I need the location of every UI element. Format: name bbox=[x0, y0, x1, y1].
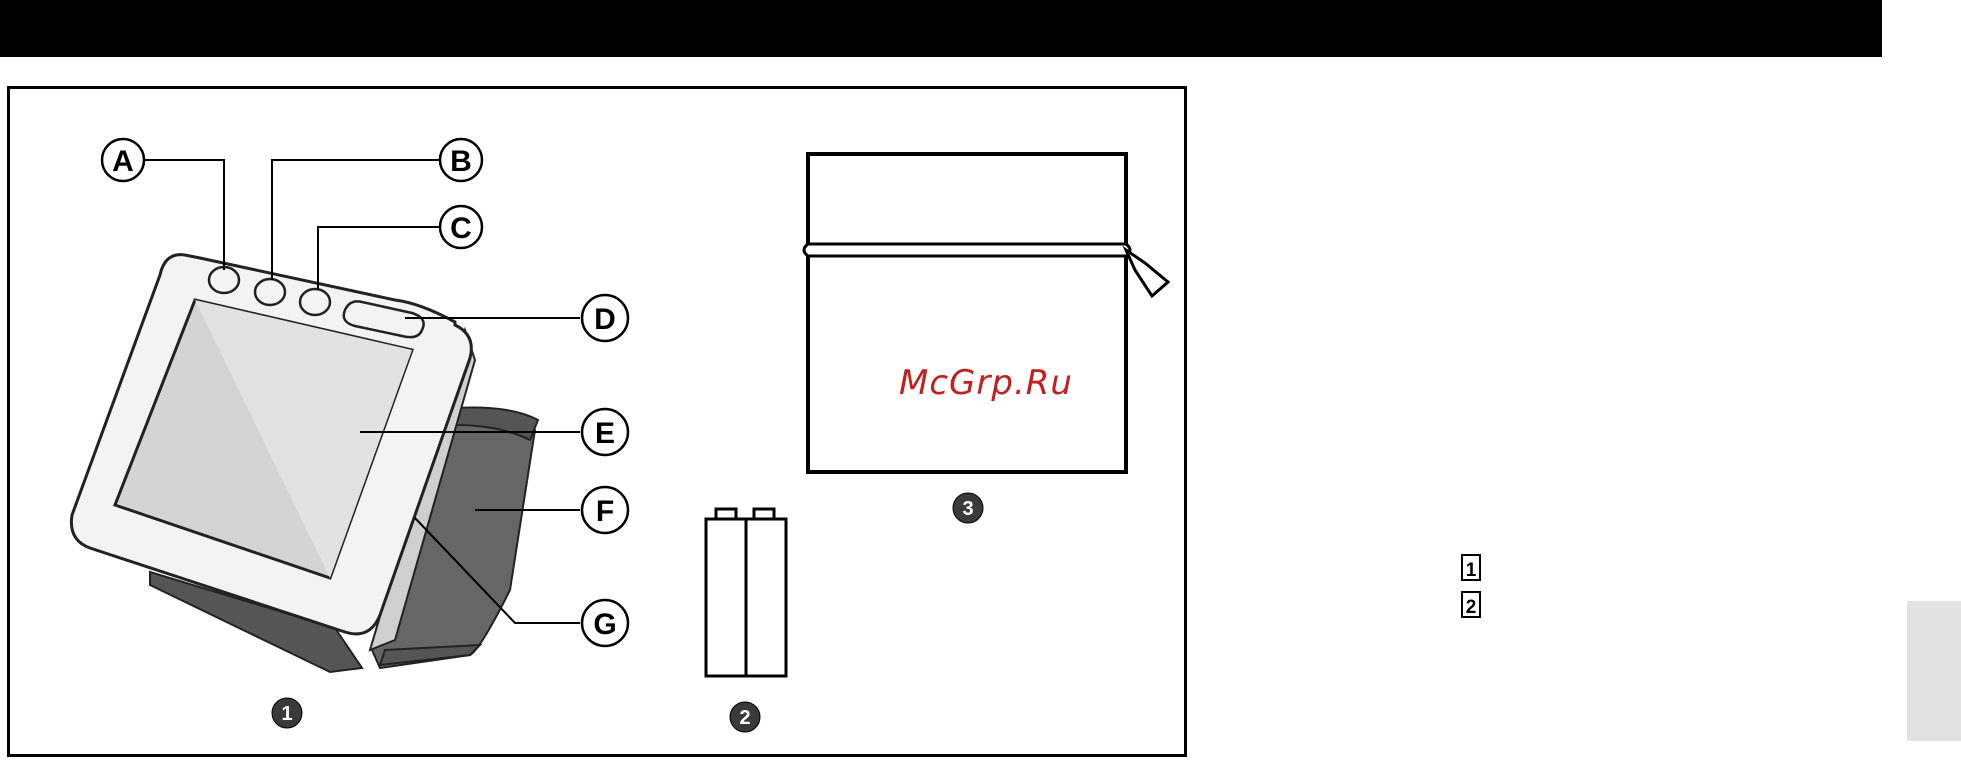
callout-d: D bbox=[582, 295, 628, 341]
section-tab bbox=[1907, 601, 1961, 741]
storage-pouch-illustration: McGrp.Ru bbox=[804, 154, 1168, 472]
callout-e: E bbox=[582, 409, 628, 455]
item-number-1: 1 bbox=[272, 698, 302, 728]
callout-b: B bbox=[440, 139, 482, 181]
item-number-3: 3 bbox=[953, 493, 983, 523]
page-icon-2: 2 bbox=[1462, 592, 1480, 618]
button-a bbox=[209, 267, 239, 293]
svg-text:D: D bbox=[594, 303, 616, 336]
page-icon-1: 1 bbox=[1462, 555, 1480, 581]
item-number-2: 2 bbox=[730, 702, 760, 732]
callout-f: F bbox=[582, 487, 628, 533]
watermark-text: McGrp.Ru bbox=[899, 363, 1073, 403]
svg-text:1: 1 bbox=[1466, 560, 1477, 581]
svg-text:F: F bbox=[596, 495, 614, 528]
svg-text:E: E bbox=[595, 417, 615, 450]
svg-text:2: 2 bbox=[739, 707, 750, 729]
button-c bbox=[300, 289, 330, 315]
svg-text:G: G bbox=[593, 608, 616, 641]
button-b bbox=[255, 279, 285, 305]
callout-c: C bbox=[440, 206, 482, 248]
svg-text:B: B bbox=[450, 145, 472, 178]
batteries-illustration bbox=[706, 509, 786, 676]
svg-text:1: 1 bbox=[281, 703, 292, 725]
callout-a: A bbox=[102, 139, 144, 181]
svg-text:2: 2 bbox=[1466, 597, 1477, 618]
svg-text:A: A bbox=[112, 145, 134, 178]
svg-text:3: 3 bbox=[962, 498, 973, 520]
svg-text:C: C bbox=[450, 212, 472, 245]
callout-g: G bbox=[582, 600, 628, 646]
